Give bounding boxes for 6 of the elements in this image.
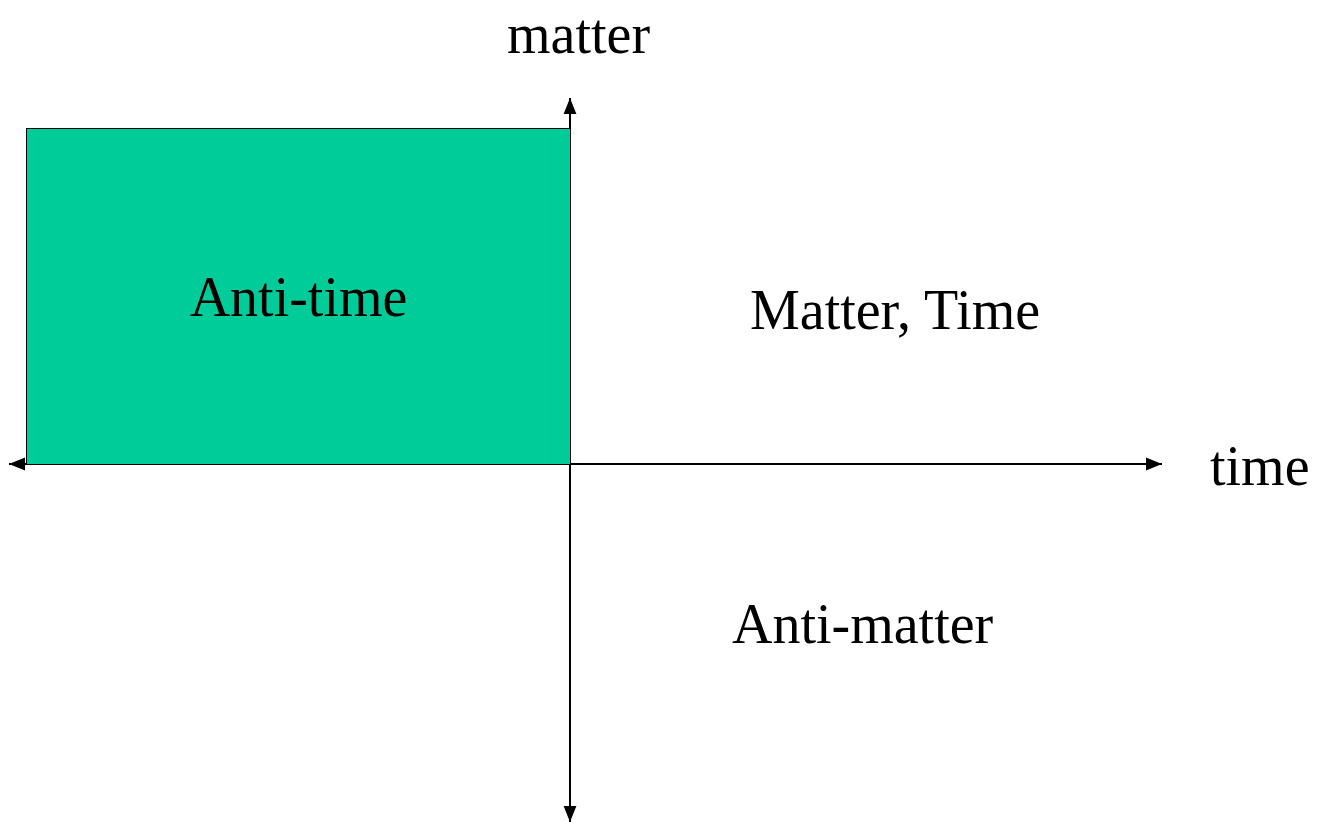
axis-label: time: [1210, 438, 1310, 494]
quadrant-label: Anti-time: [189, 268, 408, 325]
quadrant-label: Anti-matter: [732, 596, 994, 652]
shaded-quadrant: [26, 128, 571, 465]
axis-label: matter: [507, 6, 651, 62]
quadrant-label: Matter, Time: [750, 282, 1041, 338]
